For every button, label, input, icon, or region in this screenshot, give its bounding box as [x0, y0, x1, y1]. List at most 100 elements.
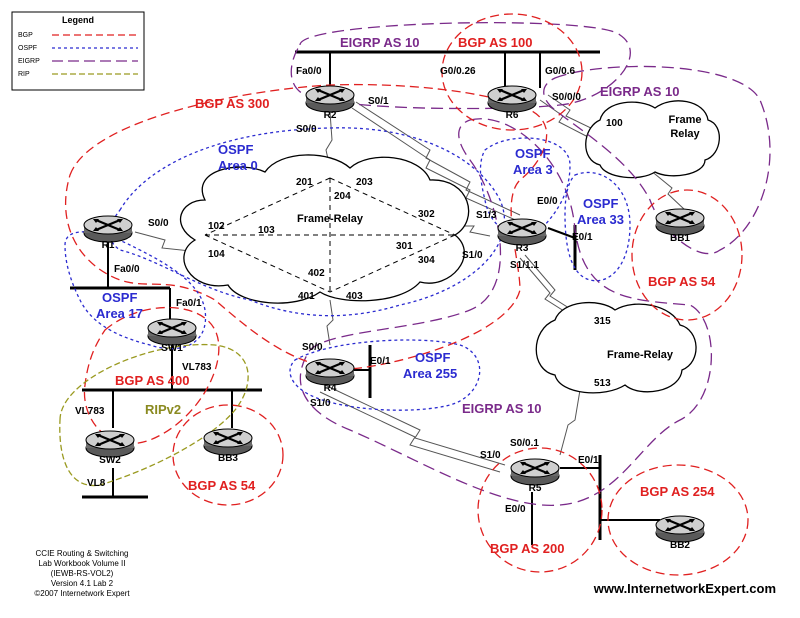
dlci-403: 403	[346, 291, 363, 302]
r3-frame2-link	[524, 254, 581, 316]
bgp-as400-area	[83, 306, 220, 445]
ospf-area255-outline	[289, 339, 481, 411]
ospf-area0-outline	[109, 127, 506, 317]
rip-outline	[59, 343, 249, 487]
if-r3-e01: E0/1	[572, 232, 593, 243]
credit-line-2: Lab Workbook Volume II	[38, 559, 125, 568]
bgp-as100-area	[441, 13, 583, 131]
if-r6-s000: S0/0/0	[552, 92, 581, 103]
ospf-area255-label-1: OSPF	[415, 350, 450, 365]
eigrp-as10-right-label: EIGRP AS 10	[600, 84, 679, 99]
router-bb3: BB3	[202, 427, 254, 464]
legend: Legend BGP OSPF EIGRP RIP	[11, 11, 145, 91]
website-url[interactable]: www.InternetworkExpert.com	[593, 581, 776, 596]
ospf-area0-label-1: OSPF	[218, 142, 253, 157]
router-r6: R6	[486, 84, 538, 121]
router-r6-label: R6	[506, 110, 519, 121]
if-r5-e01: E0/1	[578, 455, 599, 466]
router-bb2-label: BB2	[670, 540, 690, 551]
interface-labels: Fa0/0 S0/1 S0/0 G0/0.26 G0/0.6 S0/0/0 S0…	[75, 66, 599, 515]
credit-line-4: Version 4.1 Lab 2	[51, 579, 114, 588]
ospf-area33-label-1: OSPF	[583, 196, 618, 211]
dlci-302: 302	[418, 209, 435, 220]
ospf-area17-label-1: OSPF	[102, 290, 137, 305]
if-sw1-fa01: Fa0/1	[176, 298, 202, 309]
ospf-area33-outline	[564, 171, 631, 282]
bgp-as54-bb1-label: BGP AS 54	[648, 274, 716, 289]
bgp-as254-label: BGP AS 254	[640, 484, 715, 499]
dlci-203: 203	[356, 177, 373, 188]
router-r3: R3	[496, 217, 548, 254]
dlci-labels: 201 204 203 102 103 104 302 301 304 402 …	[208, 118, 623, 389]
if-r3-e00: E0/0	[537, 196, 558, 207]
bgp-as300-label: BGP AS 300	[195, 96, 269, 111]
router-bb1-label: BB1	[670, 233, 690, 244]
credit-line-5: ©2007 Internetwork Expert	[34, 589, 130, 598]
router-r4: R4	[304, 357, 356, 394]
legend-rip-label: RIP	[18, 71, 30, 78]
fr-top-label-2: Relay	[670, 128, 700, 140]
switch-sw2: SW2	[84, 429, 136, 466]
bgp-as400-label: BGP AS 400	[115, 373, 189, 388]
bgp-as200-label: BGP AS 200	[490, 541, 564, 556]
r4-r5-serial	[324, 384, 506, 466]
dlci-204: 204	[334, 191, 351, 202]
router-r4-label: R4	[324, 383, 337, 394]
legend-ospf-label: OSPF	[18, 45, 37, 52]
credit-line-1: CCIE Routing & Switching	[36, 549, 129, 558]
if-r5-s001: S0/0.1	[510, 438, 539, 449]
eigrp-area-bottom	[299, 118, 713, 506]
if-r2-s01: S0/1	[368, 96, 389, 107]
r5-frame2-link	[559, 389, 581, 456]
r6-frame-link	[547, 94, 596, 131]
ripv2-label: RIPv2	[145, 402, 181, 417]
bgp-as54-bb3-area	[172, 404, 284, 506]
routing-domain-outlines	[59, 13, 771, 576]
eigrp-area-top	[290, 22, 631, 110]
router-bb3-label: BB3	[218, 453, 238, 464]
if-r6-g0026: G0/0.26	[440, 66, 476, 77]
credits: CCIE Routing & Switching Lab Workbook Vo…	[34, 549, 130, 598]
if-r4-s00: S0/0	[302, 342, 323, 353]
dlci-103: 103	[258, 225, 275, 236]
dlci-301: 301	[396, 241, 413, 252]
router-bb2: BB2	[654, 514, 706, 551]
ospf-area3-label-2: Area 3	[513, 162, 553, 177]
if-r2-s00: S0/0	[296, 124, 317, 135]
router-r3-label: R3	[516, 243, 529, 254]
if-r5-s10: S1/0	[480, 450, 501, 461]
router-r5: R5	[509, 457, 561, 494]
r2-r3-serial	[351, 107, 521, 223]
ospf-area0-label-2: Area 0	[218, 158, 258, 173]
router-r2: R2	[304, 84, 356, 121]
legend-bgp-label: BGP	[18, 32, 33, 39]
if-r3-s13: S1/3	[476, 210, 497, 221]
frame-relay-cloud-main: Frame-Relay	[179, 154, 470, 304]
frame-relay-cloud-right: Frame-Relay	[535, 301, 697, 394]
if-r3-s111: S1/1.1	[510, 260, 539, 271]
dlci-402: 402	[308, 268, 325, 279]
eigrp-as10-top-label: EIGRP AS 10	[340, 35, 419, 50]
if-r1-fa00: Fa0/0	[114, 264, 140, 275]
ospf-area17-label-2: Area 17	[96, 306, 143, 321]
eigrp-as10-bottom-label: EIGRP AS 10	[462, 401, 541, 416]
fr-top-label-1: Frame	[668, 114, 701, 126]
domain-labels: EIGRP AS 10 BGP AS 100 EIGRP AS 10 BGP A…	[96, 35, 716, 556]
dlci-401: 401	[298, 291, 315, 302]
router-r5-label: R5	[529, 483, 542, 494]
bgp-as254-area	[607, 464, 749, 576]
if-r4-e01: E0/1	[370, 356, 391, 367]
if-r1-s00: S0/0	[148, 218, 169, 229]
router-r1: R1	[82, 214, 134, 251]
if-r4-s10: S1/0	[310, 398, 331, 409]
if-r2-fa00: Fa0/0	[296, 66, 322, 77]
router-bb1: BB1	[654, 207, 706, 244]
legend-eigrp-label: EIGRP	[18, 58, 40, 65]
dlci-315: 315	[594, 316, 611, 327]
if-sw2-vl8: VL8	[87, 478, 106, 489]
router-r1-label: R1	[102, 240, 115, 251]
if-r5-e00: E0/0	[505, 504, 526, 515]
credit-line-3: (IEWB-RS-VOL2)	[51, 569, 114, 578]
ospf-area3-label-1: OSPF	[515, 146, 550, 161]
